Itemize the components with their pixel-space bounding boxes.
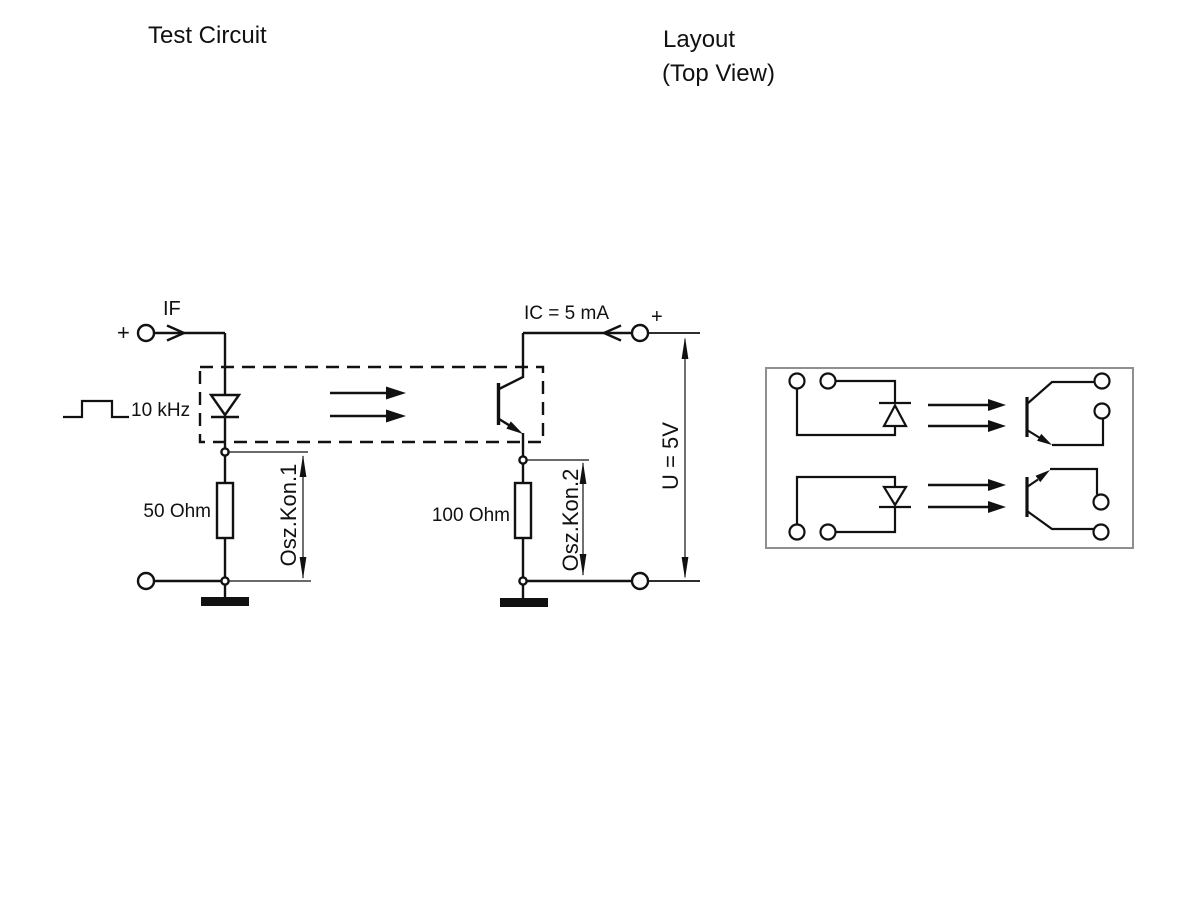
pin-5 [1092,523,1110,541]
pin-3 [819,523,837,541]
node-scope1-bottom [220,576,230,586]
scope2-dimension: Osz.Kon.2 [526,459,589,576]
pin-7 [1093,402,1111,420]
output-terminal [630,323,650,343]
resistor2-label: 100 Ohm [432,505,510,526]
package-outline [765,367,1134,549]
node-scope1-top [220,447,230,457]
pin-6 [1092,493,1110,511]
resistor1-label: 50 Ohm [143,501,211,522]
square-wave-icon [63,399,129,419]
pin-4 [788,523,806,541]
layout-section [765,367,1134,549]
frequency-label: 10 kHz [131,400,190,421]
layout-led2-icon [795,475,911,534]
input-terminal [136,323,156,343]
led-diode-icon [208,393,242,419]
optocoupler-dashed-box [198,365,545,444]
scope1-dimension: Osz.Kon.1 [228,451,311,582]
plus-input-label: + [117,320,130,345]
resistor-100ohm [513,481,533,540]
node-scope2-top [518,455,528,465]
supply-voltage-label: U = 5V [658,422,683,490]
output-branch: IC = 5 mA + 100 Ohm [432,303,700,607]
ic-label: IC = 5 mA [524,303,609,324]
plus-output-label: + [651,306,663,328]
output-return-terminal [630,571,650,591]
layout-subtitle: (Top View) [662,60,775,87]
phototransistor-icon [496,333,525,457]
light-transmission-arrows-icon [330,386,406,423]
pin-2 [819,372,837,390]
layout-transistor1-icon [1025,380,1105,447]
scope2-label: Osz.Kon.2 [558,469,583,572]
input-branch: + IF 10 kHz 50 Ohm [63,298,249,606]
resistor-50ohm [215,481,235,540]
pin-1 [788,372,806,390]
supply-voltage-dimension: U = 5V [658,337,689,579]
scope1-label: Osz.Kon.1 [276,464,301,567]
layout-light-arrows-icon [928,399,1006,513]
pin-8 [1093,372,1111,390]
input-return-terminal [136,571,156,591]
layout-title: Layout [663,26,735,53]
if-current-arrow-icon [166,324,187,342]
if-label: IF [163,298,181,320]
ground-icon-left [201,584,249,606]
ic-current-arrow-icon [601,324,622,342]
test-circuit-title: Test Circuit [148,22,267,49]
ground-icon-right [500,584,548,607]
layout-led1-icon [795,379,911,437]
layout-transistor2-icon [1025,467,1099,531]
node-scope2-bottom [518,576,528,586]
